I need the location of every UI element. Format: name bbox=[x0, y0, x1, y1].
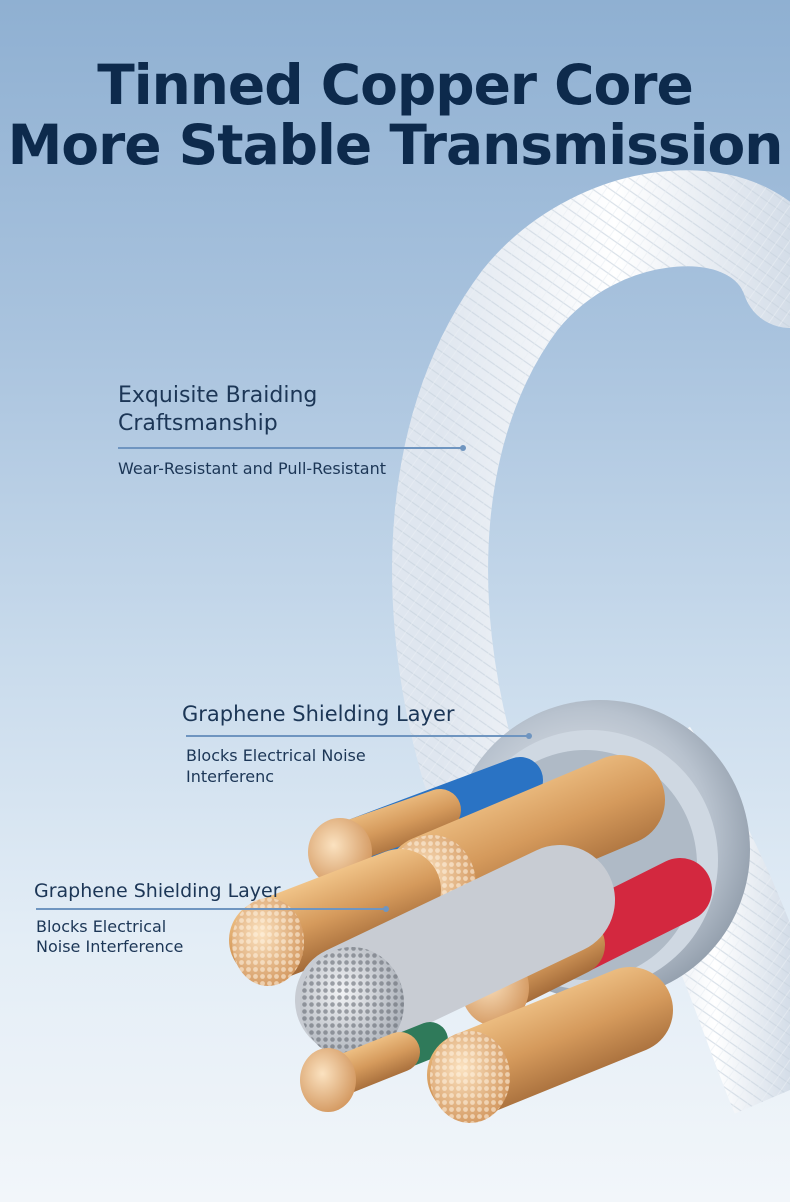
copper-end bbox=[300, 1048, 356, 1112]
shielding-callout-subtitle-2: Interferenc bbox=[186, 767, 275, 786]
core-callout-title: Graphene Shielding Layer bbox=[34, 880, 281, 902]
shielding-callout-subtitle-1: Blocks Electrical Noise bbox=[186, 746, 366, 765]
braiding-callout-title-2: Craftsmanship bbox=[118, 411, 278, 436]
core-callout-subtitle-1: Blocks Electrical bbox=[36, 917, 167, 936]
core-callout-dot bbox=[383, 906, 389, 912]
braiding-callout-dot bbox=[460, 445, 466, 451]
headline-line-1: Tinned Copper Core bbox=[97, 53, 694, 117]
shielding-callout-line bbox=[186, 735, 529, 737]
shielding-callout-title: Graphene Shielding Layer bbox=[182, 702, 455, 726]
braiding-callout-line bbox=[118, 447, 463, 449]
inner-wires bbox=[229, 755, 712, 1123]
core-callout-line bbox=[36, 908, 386, 910]
braiding-callout-subtitle: Wear-Resistant and Pull-Resistant bbox=[118, 459, 387, 478]
shielding-callout-dot bbox=[526, 733, 532, 739]
braiding-callout-title-1: Exquisite Braiding bbox=[118, 383, 318, 408]
headline-line-2: More Stable Transmission bbox=[7, 113, 784, 177]
core-callout-subtitle-2: Noise Interference bbox=[36, 937, 184, 956]
